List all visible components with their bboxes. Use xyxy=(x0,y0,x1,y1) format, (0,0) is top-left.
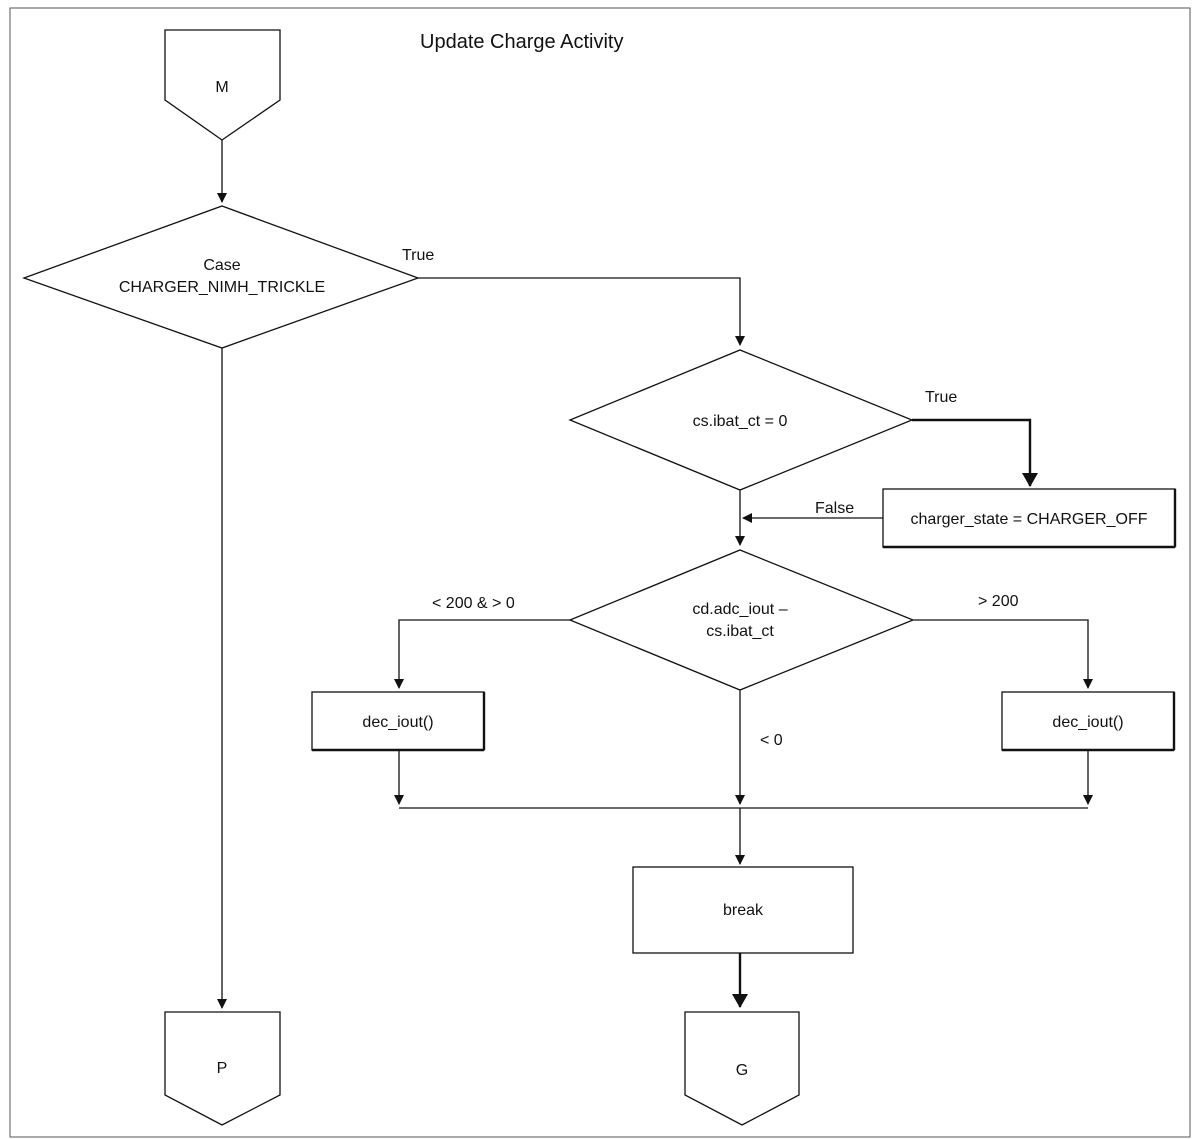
edge-label-ibat-true: True xyxy=(925,389,957,406)
edge-label-range-high: > 200 xyxy=(978,593,1019,610)
edge-case-true xyxy=(418,277,745,346)
decision-case-line1: Case xyxy=(203,257,240,274)
decision-iout-line1: cd.adc_iout – xyxy=(692,601,787,618)
end-connector-g-label: G xyxy=(736,1062,748,1079)
end-connector-g: G xyxy=(684,1011,800,1126)
decision-adc-iout: cd.adc_iout – cs.ibat_ct xyxy=(568,549,915,691)
process-dec-iout-left: dec_iout() xyxy=(311,691,486,752)
start-connector-m: M xyxy=(164,29,281,141)
edge-label-range-low: < 200 & > 0 xyxy=(432,595,515,612)
process-dec-iout-right: dec_iout() xyxy=(1001,691,1176,752)
end-connector-p-label: P xyxy=(217,1060,228,1077)
process-charger-off-label: charger_state = CHARGER_OFF xyxy=(911,511,1148,528)
process-dec-iout-left-label: dec_iout() xyxy=(362,714,433,731)
decision-ibat-ct-zero: cs.ibat_ct = 0 xyxy=(568,349,914,491)
edge-label-case-true: True xyxy=(402,247,434,264)
end-connector-p: P xyxy=(164,1011,281,1126)
edge-iout-low xyxy=(394,619,570,689)
edge-label-ibat-false: False xyxy=(815,500,854,517)
decision-iout-line2: cs.ibat_ct xyxy=(706,623,774,640)
decision-case-line2: CHARGER_NIMH_TRICKLE xyxy=(119,279,325,296)
edge-label-negative: < 0 xyxy=(760,732,783,749)
edge-iout-high xyxy=(913,619,1093,689)
edge-ibat-true xyxy=(912,418,1038,487)
process-charger-off: charger_state = CHARGER_OFF xyxy=(882,488,1177,549)
process-break-label: break xyxy=(723,902,764,919)
decision-case-nimh-trickle: Case CHARGER_NIMH_TRICKLE xyxy=(22,205,420,349)
start-connector-label: M xyxy=(215,79,228,96)
process-break: break xyxy=(632,866,854,954)
diagram-title: Update Charge Activity xyxy=(420,31,623,53)
process-dec-iout-right-label: dec_iout() xyxy=(1052,714,1123,731)
decision-ibat-label: cs.ibat_ct = 0 xyxy=(693,413,788,430)
diagram-frame xyxy=(9,7,1191,1138)
